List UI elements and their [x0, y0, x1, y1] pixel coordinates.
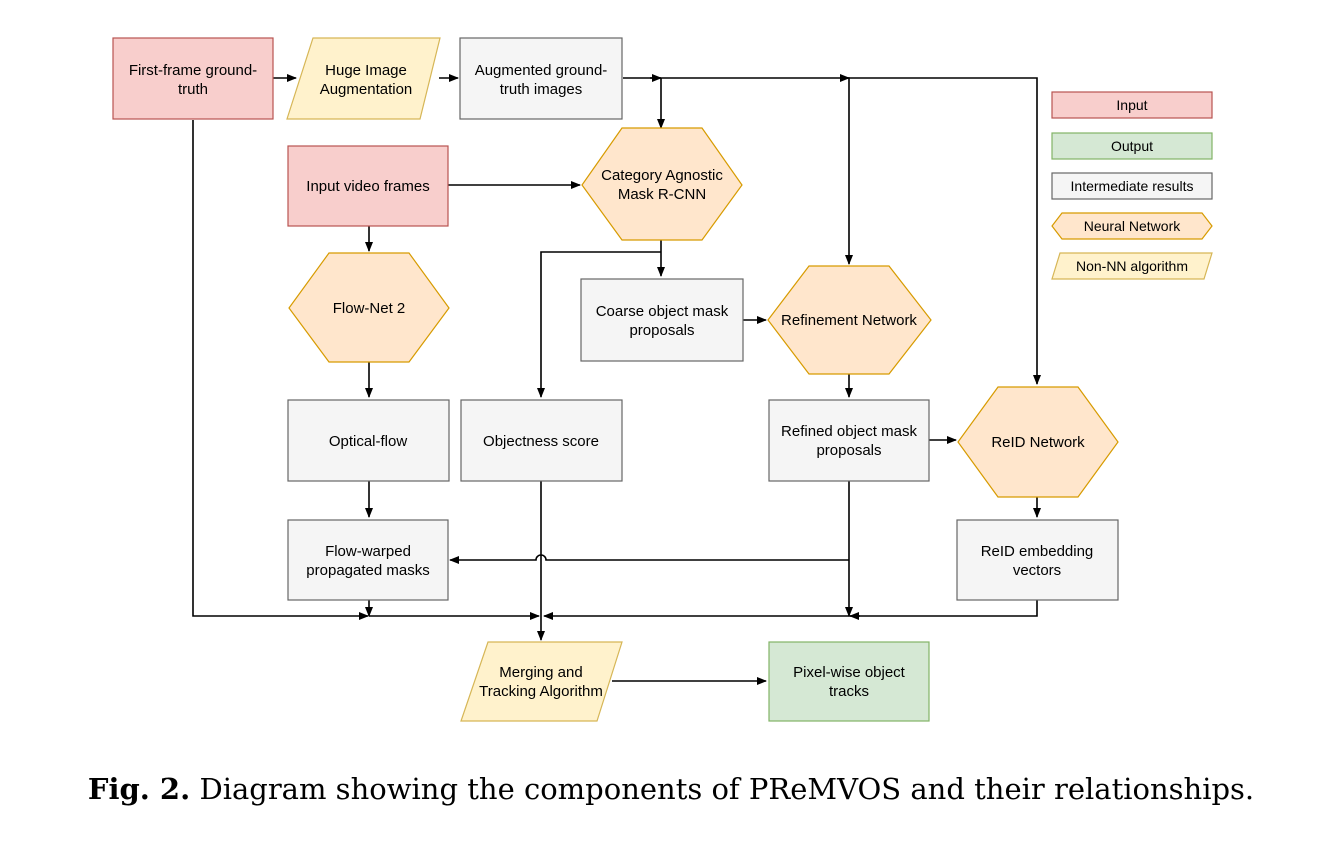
svg-text:Pixel-wise object: Pixel-wise object: [793, 664, 906, 681]
node-augmented-ground-truth: Augmented ground- truth images: [459, 37, 623, 120]
edge-firstframe-down: [192, 120, 369, 620]
node-objectness-score: Objectness score: [460, 399, 623, 482]
svg-text:Objectness score: Objectness score: [483, 433, 599, 450]
svg-text:vectors: vectors: [1013, 562, 1061, 579]
svg-text:Flow-Net 2: Flow-Net 2: [333, 300, 406, 317]
svg-text:Input: Input: [1116, 97, 1147, 113]
svg-text:truth images: truth images: [500, 81, 583, 98]
svg-text:Refinement Network: Refinement Network: [781, 312, 917, 329]
svg-text:ReID Network: ReID Network: [991, 434, 1085, 451]
svg-text:Augmentation: Augmentation: [320, 81, 413, 98]
svg-text:Coarse object mask: Coarse object mask: [596, 303, 729, 320]
svg-text:Output: Output: [1111, 138, 1153, 154]
svg-text:tracks: tracks: [829, 683, 869, 700]
figure-caption: Fig. 2. Diagram showing the components o…: [0, 772, 1342, 806]
svg-text:First-frame ground-: First-frame ground-: [129, 62, 257, 79]
node-flownet-2: Flow-Net 2: [288, 252, 450, 363]
svg-text:Non-NN algorithm: Non-NN algorithm: [1076, 258, 1188, 274]
node-refinement-network: Refinement Network: [767, 265, 932, 375]
edges: [192, 74, 1041, 685]
svg-text:Augmented ground-: Augmented ground-: [475, 62, 608, 79]
caption-label: Fig. 2.: [87, 772, 191, 806]
node-reid-network: ReID Network: [957, 386, 1119, 498]
svg-text:propagated masks: propagated masks: [306, 562, 429, 579]
edge-augmented-to-reid: [849, 77, 1041, 385]
legend-input: Input: [1051, 91, 1213, 119]
caption-text: Diagram showing the components of PReMVO…: [199, 772, 1255, 806]
node-huge-image-augmentation: Huge Image Augmentation: [286, 37, 441, 120]
node-mask-rcnn: Category Agnostic Mask R-CNN: [581, 127, 743, 241]
svg-text:Optical-flow: Optical-flow: [329, 433, 408, 450]
svg-text:Huge Image: Huge Image: [325, 62, 407, 79]
node-pixelwise-tracks: Pixel-wise object tracks: [768, 641, 930, 722]
svg-text:truth: truth: [178, 81, 208, 98]
node-input-video-frames: Input video frames: [287, 145, 449, 227]
node-merging-tracking: Merging and Tracking Algorithm: [460, 641, 623, 722]
edge-maskrcnn-to-objectness: [537, 251, 661, 398]
legend-output: Output: [1051, 132, 1213, 160]
node-coarse-mask-proposals: Coarse object mask proposals: [580, 278, 744, 362]
node-flow-warped-masks: Flow-warped propagated masks: [287, 519, 449, 601]
svg-text:proposals: proposals: [629, 322, 694, 339]
svg-text:ReID embedding: ReID embedding: [981, 543, 1094, 560]
svg-text:proposals: proposals: [816, 442, 881, 459]
edge-refined-to-flowwarped: [449, 554, 849, 564]
legend-intermediate: Intermediate results: [1051, 172, 1213, 200]
node-reid-embedding-vectors: ReID embedding vectors: [956, 519, 1119, 601]
svg-text:Refined object mask: Refined object mask: [781, 423, 917, 440]
legend: Input Output Intermediate results Neural…: [1051, 91, 1213, 280]
svg-text:Input video frames: Input video frames: [306, 178, 429, 195]
svg-text:Mask R-CNN: Mask R-CNN: [618, 186, 706, 203]
svg-text:Merging and: Merging and: [499, 664, 582, 681]
svg-text:Neural Network: Neural Network: [1084, 218, 1181, 234]
svg-text:Intermediate results: Intermediate results: [1071, 178, 1194, 194]
legend-neural-network: Neural Network: [1051, 212, 1213, 240]
node-first-frame-ground-truth: First-frame ground- truth: [112, 37, 274, 120]
edge-bus-right: [543, 600, 1038, 620]
node-optical-flow: Optical-flow: [287, 399, 450, 482]
legend-non-nn-algorithm: Non-NN algorithm: [1051, 252, 1213, 280]
node-refined-mask-proposals: Refined object mask proposals: [768, 399, 930, 482]
svg-text:Tracking Algorithm: Tracking Algorithm: [479, 683, 603, 700]
svg-text:Category Agnostic: Category Agnostic: [601, 167, 723, 184]
svg-text:Flow-warped: Flow-warped: [325, 543, 411, 560]
